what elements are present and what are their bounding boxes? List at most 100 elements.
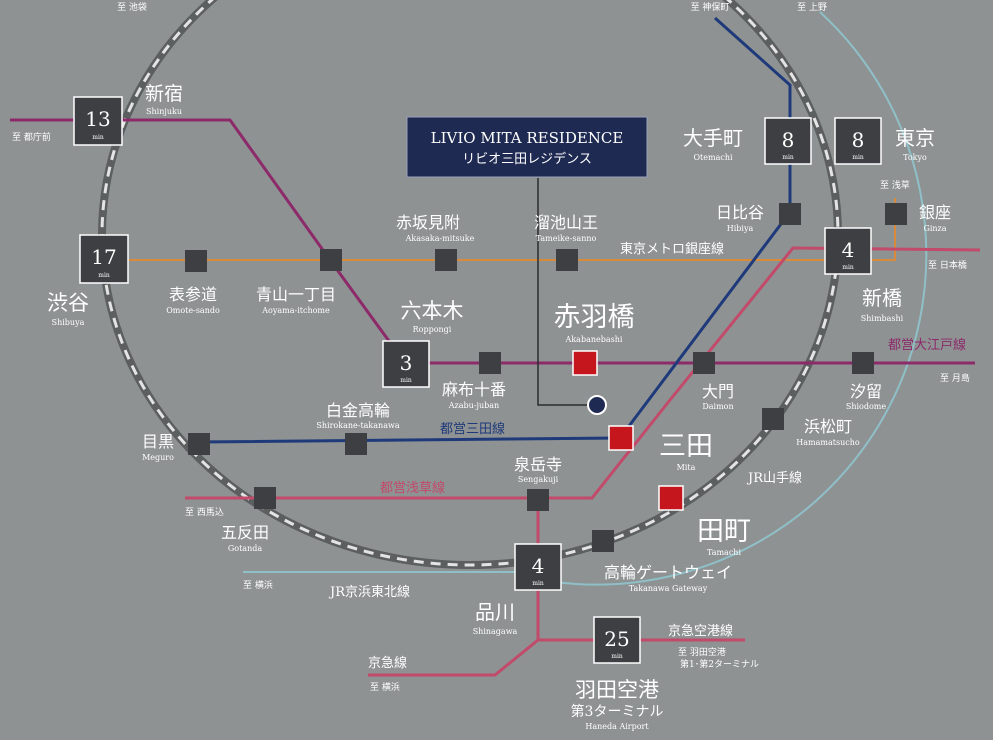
dest-yokohama-1: 至 横浜 xyxy=(243,579,273,591)
station-shimbashi-en: Shimbashi xyxy=(861,314,904,323)
station-gotanda-en: Gotanda xyxy=(228,544,262,553)
destination-labels: 至 池袋 至 神保町 至 上野 至 都庁前 至 浅草 至 日本橋 至 月島 至 … xyxy=(12,1,970,693)
station-shinjuku-en: Shinjuku xyxy=(146,107,182,116)
station-marker-sengakuji xyxy=(527,489,549,511)
station-shibuya-en: Shibuya xyxy=(52,318,85,327)
station-roppongi-en: Roppongi xyxy=(413,325,452,334)
station-haneda-jp2: 第3ターミナル xyxy=(571,703,664,720)
minutes-tokyo: 8 xyxy=(852,128,865,152)
station-shiodome-jp: 汐留 xyxy=(850,382,882,401)
station-omotesando-en: Omote-sando xyxy=(166,306,220,315)
line-name-keihin-tohoku: JR京浜東北線 xyxy=(328,584,410,600)
minutes-shinagawa: 4 xyxy=(532,554,545,578)
station-tameike-en: Tameike-sanno xyxy=(536,234,597,243)
min-unit: min xyxy=(92,134,104,141)
station-shinagawa-en: Shinagawa xyxy=(473,627,518,636)
dest-haneda: 至 羽田空港 xyxy=(678,646,726,658)
station-gotanda-jp: 五反田 xyxy=(221,523,269,542)
line-name-ginza: 東京メトロ銀座線 xyxy=(620,241,724,257)
station-hibiya-en: Hibiya xyxy=(727,224,754,233)
time-stations: 13 min 新宿 Shinjuku 17 min 渋谷 Shibuya 3 m… xyxy=(47,83,935,731)
dest-tochomae: 至 都庁前 xyxy=(12,131,51,143)
station-shibuya-jp: 渋谷 xyxy=(47,291,89,315)
station-shirokane-en: Shirokane-takanawa xyxy=(316,421,399,430)
station-ginza-jp: 銀座 xyxy=(919,203,951,222)
station-shirokane-jp: 白金高輪 xyxy=(326,401,390,420)
station-marker-tameike xyxy=(556,249,578,271)
residence-title-jp: リビオ三田レジデンス xyxy=(462,151,592,167)
time-station-shinjuku: 13 min 新宿 Shinjuku xyxy=(73,83,183,146)
dest-jimbocho: 至 神保町 xyxy=(691,1,730,13)
highlight-stations: 赤羽橋 Akabanebashi 三田 Mita 田町 Tamachi xyxy=(554,302,752,557)
station-marker-meguro xyxy=(188,433,210,455)
station-meguro-en: Meguro xyxy=(142,453,174,462)
minutes-shinjuku: 13 xyxy=(85,107,110,131)
station-akabanebashi-en: Akabanebashi xyxy=(565,335,623,344)
station-akasaka-en: Akasaka-mitsuke xyxy=(405,234,475,243)
time-station-shimbashi: 4 min 新橋 Shimbashi xyxy=(824,227,904,323)
station-marker-mita xyxy=(608,425,634,451)
station-shinjuku-jp: 新宿 xyxy=(145,83,183,105)
dest-nihombashi: 至 日本橋 xyxy=(928,259,967,271)
time-station-shibuya: 17 min 渋谷 Shibuya xyxy=(47,234,129,327)
yamanote-line xyxy=(98,0,842,569)
line-name-keikyu-airport: 京急空港線 xyxy=(668,623,733,639)
station-tamachi-jp: 田町 xyxy=(697,516,751,547)
residence-location-marker xyxy=(587,395,607,415)
time-station-shinagawa: 4 min 品川 Shinagawa xyxy=(473,543,562,636)
station-tamachi-en: Tamachi xyxy=(707,548,741,557)
minutes-roppongi: 3 xyxy=(400,351,413,375)
station-tokyo-en: Tokyo xyxy=(903,153,927,162)
station-marker-tamachi xyxy=(658,485,684,511)
station-otemachi-en: Otemachi xyxy=(693,153,732,162)
station-roppongi-jp: 六本木 xyxy=(401,299,464,323)
station-omotesando-jp: 表参道 xyxy=(169,285,217,304)
station-mita-en: Mita xyxy=(677,463,696,472)
time-station-roppongi: 3 min 六本木 Roppongi xyxy=(382,299,464,388)
station-hibiya-jp: 日比谷 xyxy=(716,203,764,222)
station-marker-azabu xyxy=(479,352,501,374)
station-haneda-jp: 羽田空港 xyxy=(575,678,659,702)
station-daimon-en: Daimon xyxy=(702,402,733,411)
line-name-labels: 東京メトロ銀座線 都営大江戸線 都営三田線 都営浅草線 JR山手線 JR京浜東北… xyxy=(328,241,966,671)
min-unit: min xyxy=(532,580,544,587)
station-hamamatsucho-en: Hamamatsucho xyxy=(796,438,860,447)
minutes-shibuya: 17 xyxy=(91,245,116,269)
station-ginza-en: Ginza xyxy=(923,224,946,233)
station-marker-ginza xyxy=(885,203,907,225)
station-meguro-jp: 目黒 xyxy=(142,432,174,451)
station-takanawa-en: Takanawa Gateway xyxy=(629,584,708,593)
min-unit: min xyxy=(400,377,412,384)
dest-ueno: 至 上野 xyxy=(797,2,827,13)
station-takanawa-jp: 高輪ゲートウェイ xyxy=(604,563,732,582)
station-marker-akabanebashi xyxy=(572,350,598,376)
station-tokyo-jp: 東京 xyxy=(895,126,935,150)
residence-pointer-line xyxy=(537,178,590,406)
station-haneda-en: Haneda Airport xyxy=(585,722,649,731)
min-unit: min xyxy=(611,653,623,660)
station-otemachi-jp: 大手町 xyxy=(683,126,743,150)
residence-title-en: LIVIO MITA RESIDENCE xyxy=(431,129,624,147)
small-stations xyxy=(185,203,907,552)
line-name-keikyu: 京急線 xyxy=(368,655,407,671)
min-unit: min xyxy=(852,154,864,161)
min-unit: min xyxy=(782,154,794,161)
station-marker-daimon xyxy=(693,352,715,374)
station-shinagawa-jp: 品川 xyxy=(475,600,515,624)
minutes-otemachi: 8 xyxy=(782,128,795,152)
dest-nishimagome: 至 西馬込 xyxy=(185,507,224,518)
time-station-otemachi: 8 min 大手町 Otemachi xyxy=(683,117,812,165)
station-marker-takanawa xyxy=(592,530,614,552)
time-station-haneda: 25 min 羽田空港 第3ターミナル Haneda Airport xyxy=(571,616,664,731)
station-azabu-jp: 麻布十番 xyxy=(442,380,506,399)
station-marker-hamamatsucho xyxy=(762,408,784,430)
min-unit: min xyxy=(98,272,110,279)
station-daimon-jp: 大門 xyxy=(702,382,734,401)
station-aoyama-jp: 青山一丁目 xyxy=(256,285,336,304)
dest-haneda-sub: 第1･第2ターミナル xyxy=(680,658,759,670)
station-shimbashi-jp: 新橋 xyxy=(862,286,902,310)
station-hamamatsucho-jp: 浜松町 xyxy=(804,417,852,436)
station-tameike-jp: 溜池山王 xyxy=(534,213,598,232)
time-station-tokyo: 8 min 東京 Tokyo xyxy=(834,117,935,165)
mita-line xyxy=(197,16,792,444)
